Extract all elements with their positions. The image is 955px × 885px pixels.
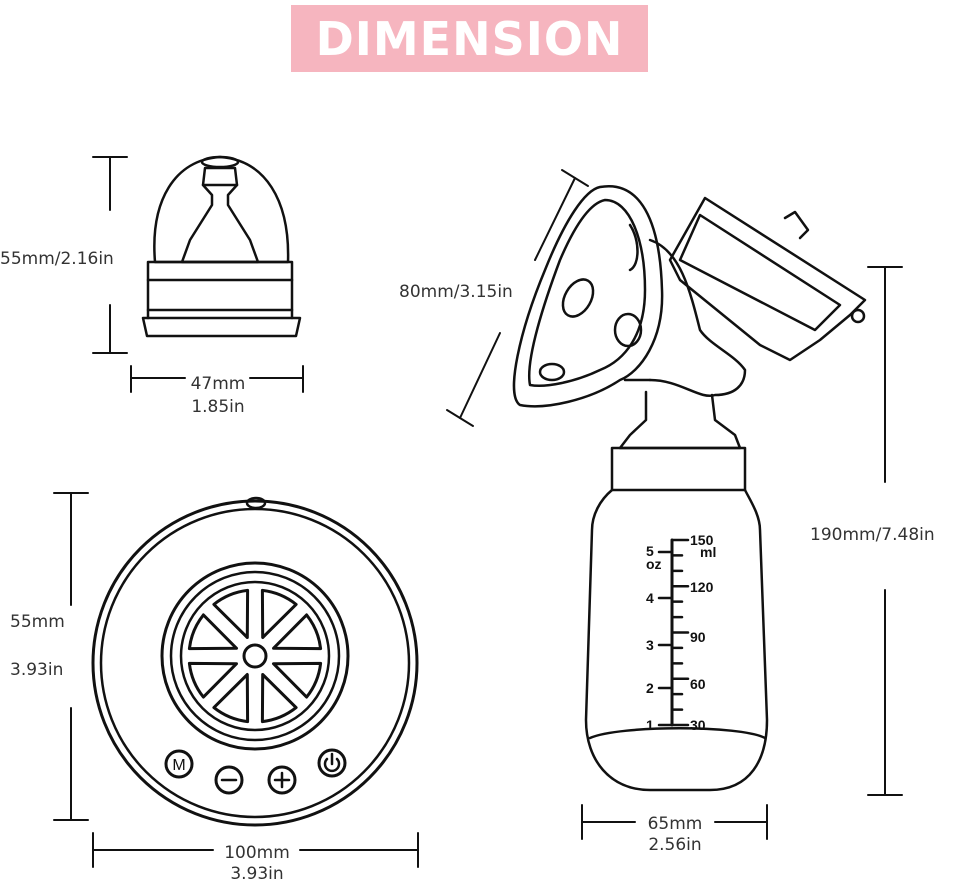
cap-width-mm-label: 47mm — [190, 374, 246, 394]
cap-width-dimension — [130, 365, 304, 393]
massage-petal — [187, 661, 238, 699]
ml-mark-120: 120 — [690, 579, 714, 595]
massage-petal — [187, 613, 238, 651]
cap-height-dimension — [92, 156, 128, 354]
oz-unit: oz — [646, 556, 662, 572]
bottle-measurement-scale: 150 ml 120 90 60 30 5 oz 4 3 2 1 — [646, 532, 716, 733]
bottle-cap-drawing — [141, 155, 302, 338]
oz-mark-5: 5 — [646, 543, 654, 559]
oz-mark-1: 1 — [646, 717, 654, 733]
massage-petal — [272, 613, 323, 651]
power-button[interactable] — [317, 748, 347, 778]
ml-unit: ml — [700, 544, 716, 560]
motor-height-in-label: 3.93in — [10, 660, 64, 680]
ml-mark-150: 150 — [690, 532, 714, 548]
title-banner: DIMENSION — [291, 5, 648, 72]
motor-width-dimension — [92, 832, 419, 868]
pump-height-label: 190mm/7.48in — [810, 525, 935, 545]
pump-width-mm-label: 65mm — [647, 814, 703, 834]
mode-icon: M — [172, 757, 185, 774]
cap-width-in-label: 1.85in — [191, 397, 245, 417]
massage-petal — [212, 673, 250, 724]
motor-height-dimension — [53, 492, 89, 821]
pump-width-in-label: 2.56in — [648, 835, 702, 855]
flange-dimension — [446, 169, 589, 427]
control-buttons: M — [164, 748, 347, 795]
title: DIMENSION — [315, 11, 624, 66]
massage-petal — [260, 673, 298, 724]
motor-unit-drawing — [91, 496, 419, 827]
flange-size-label: 80mm/3.15in — [399, 282, 513, 302]
motor-height-mm-label: 55mm — [10, 612, 65, 632]
oz-mark-3: 3 — [646, 637, 654, 653]
massage-petal — [260, 588, 298, 639]
oz-mark-2: 2 — [646, 680, 654, 696]
plus-icon — [273, 771, 291, 789]
massage-petal — [272, 661, 323, 699]
power-icon — [323, 752, 341, 773]
minus-button[interactable] — [214, 765, 244, 795]
motor-width-mm-label: 100mm — [224, 843, 290, 863]
breast-pump-drawing — [512, 184, 867, 792]
plus-button[interactable] — [267, 765, 297, 795]
pump-height-dimension — [867, 266, 903, 796]
motor-width-in-label: 3.93in — [230, 864, 284, 884]
mode-button[interactable] — [164, 749, 194, 779]
ml-mark-90: 90 — [690, 629, 706, 645]
oz-mark-4: 4 — [646, 590, 654, 606]
massage-petal — [212, 588, 250, 639]
ml-mark-30: 30 — [690, 717, 706, 733]
ml-mark-60: 60 — [690, 676, 706, 692]
cap-height-label: 55mm/2.16in — [0, 249, 114, 269]
pump-width-dimension — [581, 804, 768, 840]
